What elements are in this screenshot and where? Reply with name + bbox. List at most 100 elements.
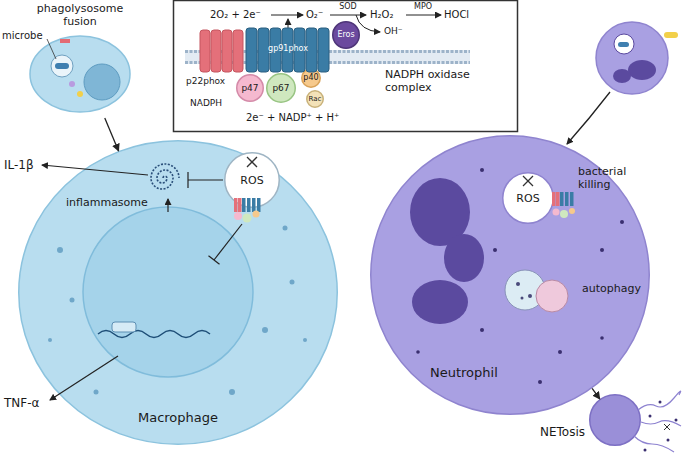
macrophage-granules-part xyxy=(229,389,235,395)
macrophage-granules-part xyxy=(290,280,295,285)
reaction-arrows-part xyxy=(271,15,303,16)
gp91phox-subunit-part xyxy=(258,28,269,72)
ros-vesicle: ROS xyxy=(502,172,554,224)
macrophage-signals-part xyxy=(209,256,220,265)
vesicle-oxidase-complex-part xyxy=(242,198,246,212)
text-slot: MPO xyxy=(414,2,432,12)
text-slot: Neutrophil xyxy=(430,365,498,381)
macrophage-granules-part xyxy=(48,338,52,342)
reaction-term: O₂⁻ xyxy=(306,9,323,21)
protein-circle: p40 xyxy=(301,68,321,88)
net-debris-part xyxy=(667,439,670,442)
protein-circle-shape xyxy=(307,91,324,108)
text-slot: ROS xyxy=(516,192,539,205)
enzyme-label: SOD xyxy=(339,2,357,12)
neutrophil-vesicle-detail-part xyxy=(565,192,569,206)
macrophage-signals-part xyxy=(187,172,188,188)
text-slot: NADPH xyxy=(190,98,222,109)
phagocytosis-cell-detail-part xyxy=(51,55,73,77)
text-slot: NADPH oxidase complex xyxy=(385,68,497,94)
phagocytosis-cell-detail-part xyxy=(69,81,75,87)
reaction-arrows-part xyxy=(406,15,441,16)
neutrophil-cell-shape xyxy=(371,136,650,415)
enzyme-label: MPO xyxy=(414,2,432,12)
neutrophil-vesicle-detail-part xyxy=(570,192,574,206)
netosis-cell-shape xyxy=(590,395,641,446)
ros-vesicle-shape xyxy=(225,153,280,208)
callout-label: microbe xyxy=(2,30,43,42)
neutrophil-vesicle-detail-part xyxy=(560,192,564,206)
process-label: bacterial killing xyxy=(578,165,648,191)
vesicle-oxidase-complex-part xyxy=(234,198,238,212)
phagocytosing-neutrophil-part xyxy=(614,34,634,54)
cofactor-label: NADPH xyxy=(190,98,222,109)
node-label: p67 xyxy=(272,83,289,94)
neutrophil-vesicle-detail-part xyxy=(560,210,568,218)
protein-circle-shape xyxy=(267,74,296,103)
ros-vesicle-shape xyxy=(503,173,554,224)
neutrophil-granules-part xyxy=(600,248,604,252)
vesicle-oxidase-complex-part xyxy=(252,198,256,212)
macrophage-cell-outline xyxy=(18,140,338,445)
node-label: Eros xyxy=(337,30,354,40)
net-debris-part xyxy=(664,424,670,430)
phagocytosis-cell-detail-part xyxy=(55,63,69,69)
protein-circle-shape xyxy=(237,75,264,102)
neutrophil-nucleus-part xyxy=(444,234,484,282)
macrophage-cell-shape xyxy=(19,141,338,445)
text-slot: autophagy xyxy=(582,282,641,295)
node-label: ROS xyxy=(516,192,539,205)
reaction-arrows-part xyxy=(330,15,366,16)
reaction-term: 2O₂ + 2e⁻ xyxy=(210,9,261,21)
text-slot: Eros xyxy=(337,30,354,40)
text-slot: TNF-α xyxy=(4,396,39,410)
macrophage-granules-part xyxy=(57,247,63,253)
net-strands-part xyxy=(634,436,674,452)
neutrophil-granules-part xyxy=(416,350,420,354)
phagocytosing-neutrophil xyxy=(567,22,678,144)
gp91phox-subunit xyxy=(246,28,329,72)
text-slot: Macrophage xyxy=(138,410,218,426)
net-strands-part xyxy=(641,421,681,426)
phagocytosing-cell: phagolysosome fusion xyxy=(28,0,132,118)
netosis-cell: NETosis xyxy=(589,394,641,446)
text-slot: 2O₂ + 2e⁻ xyxy=(210,9,261,21)
node-label: NETosis xyxy=(540,425,585,439)
neutrophil-vesicle-detail-part xyxy=(553,209,560,216)
autophagosome-part xyxy=(516,282,520,286)
neutrophil-granules-part xyxy=(558,350,562,354)
text-slot: H₂O₂ xyxy=(370,9,393,21)
phagocytosing-neutrophil-part xyxy=(596,22,668,94)
gp91phox-subunit-part xyxy=(318,28,329,72)
complex-panel-shape xyxy=(174,1,518,132)
autophagosome-part xyxy=(536,280,568,312)
subunit-label: p22phox xyxy=(186,76,225,87)
protein-circle: p47 xyxy=(236,74,264,102)
macrophage-granules-part xyxy=(262,327,268,333)
macrophage-signals-part xyxy=(188,179,223,180)
text-slot: p67 xyxy=(272,83,289,94)
protein-circle-shape xyxy=(302,69,321,88)
text-slot: OH⁻ xyxy=(384,26,403,37)
neutrophil-vesicle-detail-part xyxy=(569,208,575,214)
neutrophil-granules-part xyxy=(620,220,624,224)
phagocytosis-cell-detail-part xyxy=(60,39,70,43)
cytokine-label: TNF-α xyxy=(4,396,39,410)
p22phox-subunit-part xyxy=(200,30,210,72)
subunit-label: gp91phox xyxy=(268,44,308,54)
cytokine-label: IL-1β xyxy=(4,158,34,172)
text-slot: HOCl xyxy=(444,9,469,21)
vesicle-oxidase-complex-part xyxy=(257,198,261,212)
net-debris xyxy=(644,401,678,452)
phagocytosis-cell-detail-part xyxy=(84,64,120,100)
macrophage-nucleus-part xyxy=(83,207,253,377)
text-slot: ROS xyxy=(240,174,263,187)
protein-circle: p67 xyxy=(266,73,296,103)
node-label: Rac xyxy=(309,95,322,103)
macrophage-nucleus-part xyxy=(112,322,136,332)
text-slot: inflammasome xyxy=(66,196,148,209)
vesicle-oxidase-complex-part xyxy=(234,212,242,220)
reaction-term: OH⁻ xyxy=(384,26,403,37)
